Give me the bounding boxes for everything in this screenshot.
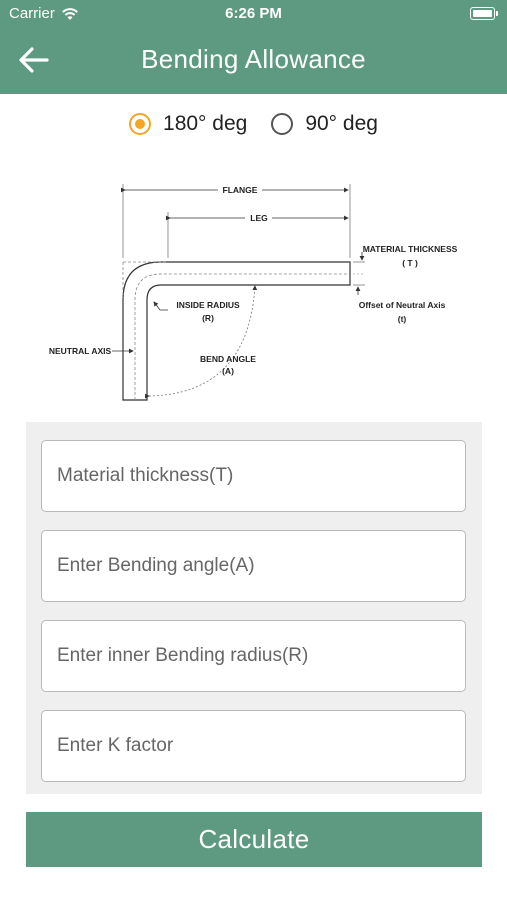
material-thickness-symbol: ( T ) [402,258,418,268]
material-thickness-input[interactable] [41,440,466,512]
status-time: 6:26 PM [225,5,282,22]
k-factor-input[interactable] [41,710,466,782]
back-arrow-icon [19,47,49,73]
offset-label: Offset of Neutral Axis [359,300,446,310]
carrier-label: Carrier [9,5,55,22]
calculate-button[interactable]: Calculate [26,812,482,867]
bend-diagram: FLANGE LEG MATERIAL THICKNESS ( T ) Offs… [49,184,458,401]
input-form-panel [26,422,482,794]
nav-bar: Bending Allowance [0,28,507,94]
bending-angle-input[interactable] [41,530,466,602]
radio-90-deg[interactable] [271,113,294,135]
neutral-axis-label: NEUTRAL AXIS [49,346,112,356]
flange-label: FLANGE [223,185,258,195]
wifi-icon [61,7,78,20]
bending-radius-input[interactable] [41,620,466,692]
option-180-deg[interactable]: 180° deg [129,112,247,136]
bend-angle-symbol: (A) [222,366,234,376]
status-bar: Carrier 6:26 PM [0,0,507,28]
inside-radius-symbol: (R) [202,313,214,323]
bend-angle-selector: 180° deg 90° deg [0,108,507,140]
bend-angle-label: BEND ANGLE [200,354,256,364]
page-title: Bending Allowance [141,44,366,74]
option-90-deg[interactable]: 90° deg [271,112,378,136]
offset-symbol: (t) [398,314,407,324]
option-180-label: 180° deg [163,112,248,135]
option-90-label: 90° deg [305,112,378,135]
material-thickness-label: MATERIAL THICKNESS [363,244,458,254]
leg-label: LEG [250,213,268,223]
back-button[interactable] [16,42,56,78]
inside-radius-label: INSIDE RADIUS [176,300,240,310]
radio-180-deg[interactable] [129,113,152,135]
battery-icon [470,7,498,20]
carrier-info: Carrier [9,5,79,22]
